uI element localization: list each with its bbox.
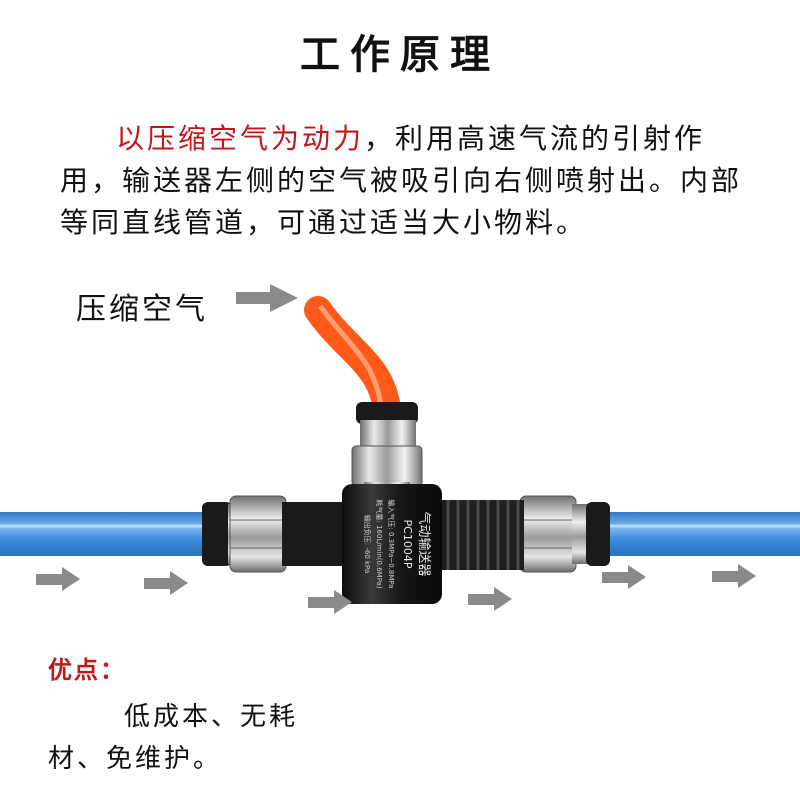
left-fitting bbox=[202, 495, 287, 573]
description-paragraph: 以压缩空气为动力，利用高速气流的引射作用，输送器左侧的空气被吸引向右侧喷射出。内… bbox=[60, 118, 760, 244]
flow-arrow bbox=[468, 587, 512, 611]
device-name: 气动输送器 bbox=[416, 511, 432, 576]
blue-inlet-tube bbox=[0, 512, 215, 556]
flow-arrow bbox=[602, 565, 646, 589]
conveyor-main-body bbox=[342, 484, 442, 604]
flow-arrow bbox=[144, 571, 188, 595]
flow-arrow bbox=[712, 564, 756, 588]
flow-arrow bbox=[36, 567, 80, 591]
orange-air-tube bbox=[304, 296, 402, 432]
description-text: ，利用高速气流的引射作用，输送器左侧的空气被吸引向右侧喷射出。内部等同直线管道，… bbox=[60, 122, 743, 239]
right-fitting bbox=[519, 495, 610, 573]
blue-outlet-tube bbox=[590, 512, 800, 556]
advantages-title: 优点： bbox=[48, 655, 126, 684]
body-left-stub bbox=[282, 502, 346, 566]
flow-arrow bbox=[308, 590, 352, 614]
device-spec-3: 输出负压: -60 kPa bbox=[363, 515, 372, 574]
device-spec-2: 耗气量: 160L/min(0.6MPa) bbox=[375, 499, 384, 589]
device-model: PC1004P bbox=[401, 520, 414, 569]
advantages-text: 低成本、无耗材、免维护。 bbox=[48, 702, 299, 774]
device-label: 气动输送器 PC1004P 输入气压: 0.3MPa~0.8MPa 耗气量: 1… bbox=[363, 499, 432, 589]
flow-arrows bbox=[36, 564, 756, 614]
compressed-air-label: 压缩空气 bbox=[76, 292, 208, 327]
device-spec-1: 输入气压: 0.3MPa~0.8MPa bbox=[387, 499, 396, 588]
page-title: 工作原理 bbox=[300, 31, 500, 78]
air-conveyor-illustration: 气动输送器 PC1004P 输入气压: 0.3MPa~0.8MPa 耗气量: 1… bbox=[0, 284, 800, 614]
air-inlet-arrow bbox=[236, 284, 298, 312]
threaded-section bbox=[440, 500, 524, 570]
description-highlight: 以压缩空气为动力 bbox=[116, 122, 365, 155]
